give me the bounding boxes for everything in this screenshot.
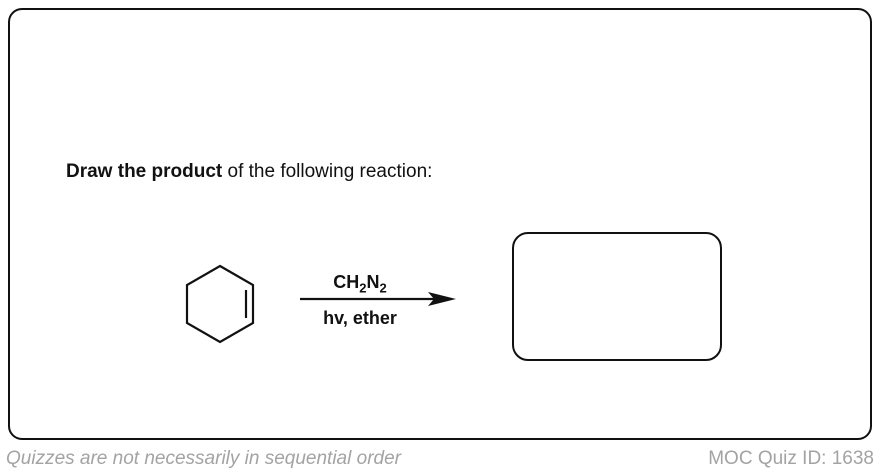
cyclohexene-ring: [185, 264, 255, 344]
quiz-card: [8, 8, 872, 440]
sequence-note: Quizzes are not necessarily in sequentia…: [6, 448, 401, 469]
prompt-rest-text: of the following reaction:: [222, 161, 433, 182]
question-prompt: Draw the product of the following reacti…: [66, 161, 432, 183]
reaction-conditions: CH2N2 hv, ether: [300, 268, 460, 338]
quiz-id-label: MOC Quiz ID: 1638: [708, 448, 874, 469]
cyclohexene-structure: [185, 264, 255, 344]
reagent-diazomethane: CH2N2: [333, 272, 387, 296]
reaction-arrow: [300, 292, 456, 306]
reagent-conditions-text: hv, ether: [323, 308, 397, 328]
answer-box[interactable]: [512, 232, 722, 361]
prompt-bold-text: Draw the product: [66, 161, 223, 182]
